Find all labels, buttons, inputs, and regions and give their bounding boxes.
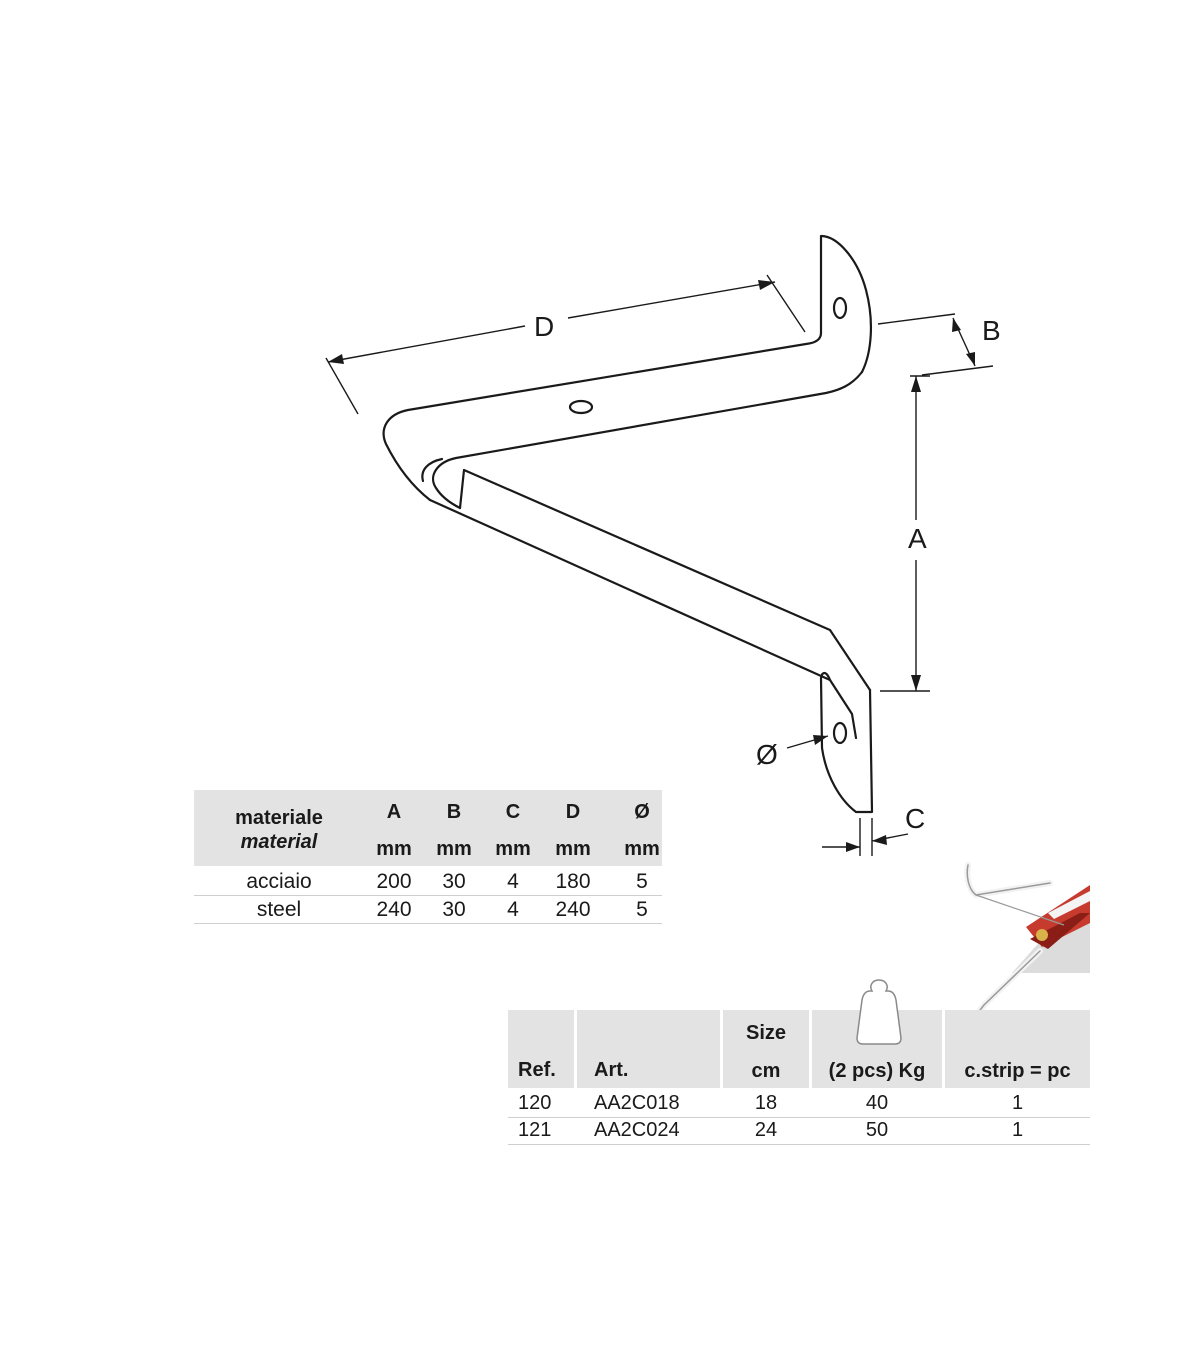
col-unit-diameter: mm (624, 838, 660, 860)
product-load: 40 (865, 1092, 889, 1114)
col-header-d: D (565, 801, 581, 823)
spec-value-a: 240 (376, 898, 412, 921)
product-strip: 1 (1011, 1092, 1024, 1114)
col-header-load: (2 pcs) Kg (828, 1060, 926, 1082)
col-unit-a: mm (376, 838, 412, 860)
col-header-ref: Ref. (518, 1059, 556, 1081)
bottom-flange (819, 671, 874, 814)
middle-hole (568, 399, 594, 415)
product-ref: 120 (518, 1092, 552, 1114)
product-size: 24 (754, 1119, 778, 1141)
top-arm-inner (431, 370, 864, 510)
diagonal-arm-outer (428, 498, 858, 740)
spec-value-b: 30 (442, 898, 466, 921)
col-header-art: Art. (594, 1059, 629, 1081)
product-art: AA2C018 (594, 1092, 680, 1114)
product-row: 120 AA2C018 18 40 1 (508, 1091, 1090, 1118)
bottom-hole (832, 721, 848, 745)
dimension-label-c: C (905, 803, 925, 834)
col-header-a: A (386, 801, 402, 823)
dimension-label-diameter: Ø (756, 739, 778, 770)
spec-value-diameter: 5 (636, 898, 648, 921)
spec-value-diameter: 5 (636, 870, 648, 893)
col-header-size-unit: cm (751, 1060, 781, 1082)
weight-icon (856, 979, 902, 1045)
col-header-size: Size (745, 1022, 787, 1044)
material-label-en: material (240, 831, 318, 853)
top-flange (819, 234, 873, 374)
dimension-label-b: B (982, 315, 1001, 346)
diagonal-arm-inner (458, 468, 872, 692)
product-load: 50 (865, 1119, 889, 1141)
col-header-strip: c.strip = pc (964, 1060, 1071, 1082)
spec-value-d: 240 (555, 898, 591, 921)
dimension-label-d: D (534, 311, 554, 342)
spec-material: acciaio (246, 870, 312, 893)
col-unit-c: mm (495, 838, 531, 860)
dimension-label-a: A (908, 523, 927, 554)
material-label-it: materiale (235, 807, 323, 829)
top-arm-outer (382, 331, 823, 502)
col-header-b: B (446, 801, 462, 823)
top-hole (832, 296, 848, 320)
spec-row: acciaio 200 30 4 180 5 (194, 868, 662, 896)
product-art: AA2C024 (594, 1119, 680, 1141)
spec-material: steel (256, 898, 302, 921)
spec-value-c: 4 (507, 898, 519, 921)
product-row: 121 AA2C024 24 50 1 (508, 1118, 1090, 1145)
spec-value-b: 30 (442, 870, 466, 893)
product-strip: 1 (1011, 1119, 1024, 1141)
spec-value-c: 4 (507, 870, 519, 893)
col-unit-b: mm (436, 838, 472, 860)
product-ref: 121 (518, 1119, 552, 1141)
spec-value-a: 200 (376, 870, 412, 893)
spec-value-d: 180 (555, 870, 591, 893)
col-header-c: C (505, 801, 521, 823)
col-header-diameter: Ø (634, 801, 650, 823)
product-size: 18 (754, 1092, 778, 1114)
col-unit-d: mm (555, 838, 591, 860)
spec-row: steel 240 30 4 240 5 (194, 896, 662, 924)
spec-table-header (194, 790, 662, 866)
